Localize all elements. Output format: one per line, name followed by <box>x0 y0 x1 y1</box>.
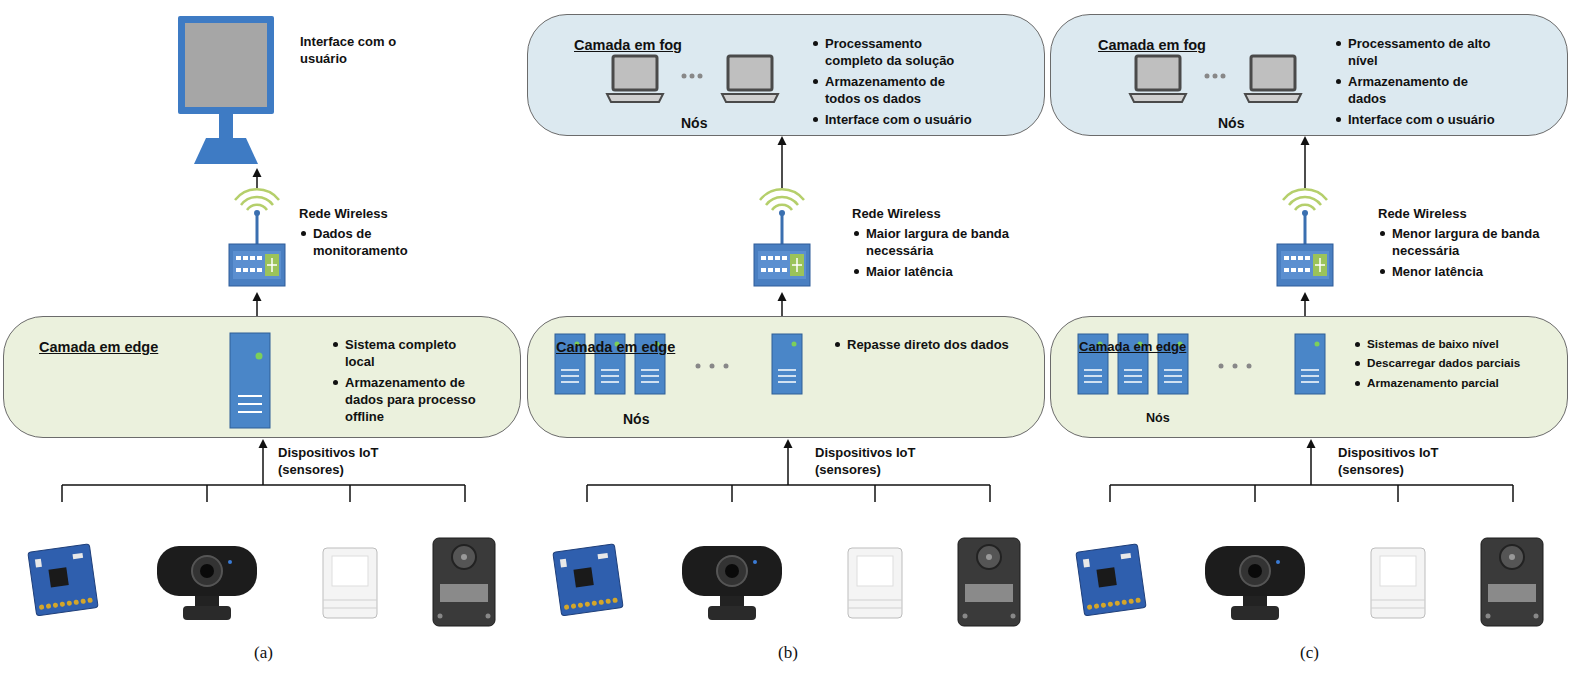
edge-layer-band: Camada em edge Sistema completo localArma… <box>3 316 521 438</box>
bullet-item: Armazenamento de todos os dados <box>811 73 977 107</box>
bullet-dot <box>1355 381 1360 386</box>
flow-arrow <box>253 292 262 316</box>
arrow-head <box>1301 292 1310 301</box>
bullet-item: Descarregar dados parciais <box>1353 355 1563 370</box>
bullet-dot <box>1380 269 1385 274</box>
flow-arrow <box>778 292 787 316</box>
arrow-line <box>781 300 783 316</box>
bullet-dot <box>333 380 338 385</box>
bullet-item: Processamento completo da solução <box>811 35 977 69</box>
bullet-dot <box>813 79 818 84</box>
node-heading: Rede Wireless <box>299 205 388 222</box>
bullet-dot <box>1336 117 1341 122</box>
bullet-dot <box>1380 231 1385 236</box>
arrow-line <box>1304 300 1306 316</box>
nodes-label: Nós <box>623 411 649 428</box>
flow-arrow <box>1301 136 1310 188</box>
wireless-router: Rede WirelessDados de monitoramento <box>225 188 289 292</box>
device-label: Dispositivos IoT (sensores) <box>1338 444 1453 478</box>
arrow-head <box>778 136 787 145</box>
flow-arrow <box>1301 292 1310 316</box>
arrow-line <box>256 176 258 188</box>
router-icon <box>1273 188 1337 292</box>
bullet-dot <box>1336 41 1341 46</box>
wireless-router: Rede WirelessMaior largura de banda nece… <box>750 188 814 292</box>
bullet-item: Interface com o usuário <box>811 111 977 128</box>
device-label: Dispositivos IoT (sensores) <box>278 444 393 478</box>
monitor-icon <box>176 14 276 168</box>
arrow-line <box>256 300 258 316</box>
flow-arrow <box>253 168 262 188</box>
bullet-item: Armazenamento de dados <box>1334 73 1500 107</box>
bullet-dot <box>1355 361 1360 366</box>
layer-title: Camada em fog <box>1098 37 1206 54</box>
router-icon <box>225 188 289 292</box>
layer-title: Camada em edge <box>556 339 675 356</box>
panel-caption: (a) <box>254 643 273 663</box>
bullet-dot <box>854 269 859 274</box>
bullet-item: Sistema completo local <box>331 336 483 370</box>
arrow-head <box>778 292 787 301</box>
sensor-row <box>28 439 1543 626</box>
wireless-router: Rede WirelessMenor largura de banda nece… <box>1273 188 1337 292</box>
arrow-head <box>253 292 262 301</box>
edge-layer-band: Camada em edge Sistemas de baixo nívelDes… <box>1050 316 1568 438</box>
bullet-item: Repasse direto dos dados <box>833 336 1023 353</box>
router-icon <box>750 188 814 292</box>
bullet-item: Maior largura de banda necessária <box>852 225 1026 259</box>
bullet-item: Maior latência <box>852 263 1026 280</box>
bullet-dot <box>301 231 306 236</box>
bullet-item: Dados de monitoramento <box>299 225 423 259</box>
nodes-label: Nós <box>1218 115 1244 132</box>
user-monitor: Interface com o usuário <box>176 14 276 168</box>
nodes-label: Nós <box>681 115 707 132</box>
device-label: Dispositivos IoT (sensores) <box>815 444 930 478</box>
node-heading: Rede Wireless <box>852 205 941 222</box>
bullet-item: Menor largura de banda necessária <box>1378 225 1552 259</box>
arrow-line <box>781 144 783 188</box>
bullet-item: Armazenamento parcial <box>1353 375 1563 390</box>
edge-layer-band: Camada em edge Repasse direto dos dadosNó… <box>527 316 1045 438</box>
bullet-dot <box>854 231 859 236</box>
bullet-item: Menor latência <box>1378 263 1552 280</box>
bullet-item: Sistemas de baixo nível <box>1353 336 1563 351</box>
fog-layer-band: Camada em fog Processamento de alto nível… <box>1050 14 1568 136</box>
arrow-head <box>253 168 262 177</box>
arrow-line <box>1304 144 1306 188</box>
node-heading: Interface com o usuário <box>300 33 415 67</box>
layer-title: Camada em fog <box>574 37 682 54</box>
panel-caption: (c) <box>1300 643 1319 663</box>
layer-title: Camada em edge <box>1079 339 1186 354</box>
fog-layer-band: Camada em fog Processamento completo da s… <box>527 14 1045 136</box>
bullet-dot <box>813 117 818 122</box>
nodes-label: Nós <box>1146 411 1170 426</box>
bullet-dot <box>1355 342 1360 347</box>
flow-arrow <box>778 136 787 188</box>
bullet-item: Interface com o usuário <box>1334 111 1500 128</box>
panel-caption: (b) <box>778 643 798 663</box>
bullet-dot <box>1336 79 1341 84</box>
layer-title: Camada em edge <box>39 339 158 356</box>
bullet-dot <box>333 342 338 347</box>
node-heading: Rede Wireless <box>1378 205 1467 222</box>
arrow-head <box>1301 136 1310 145</box>
bullet-dot <box>835 342 840 347</box>
bullet-item: Processamento de alto nível <box>1334 35 1500 69</box>
bullet-dot <box>813 41 818 46</box>
bullet-item: Armazenamento de dados para processo off… <box>331 374 483 425</box>
